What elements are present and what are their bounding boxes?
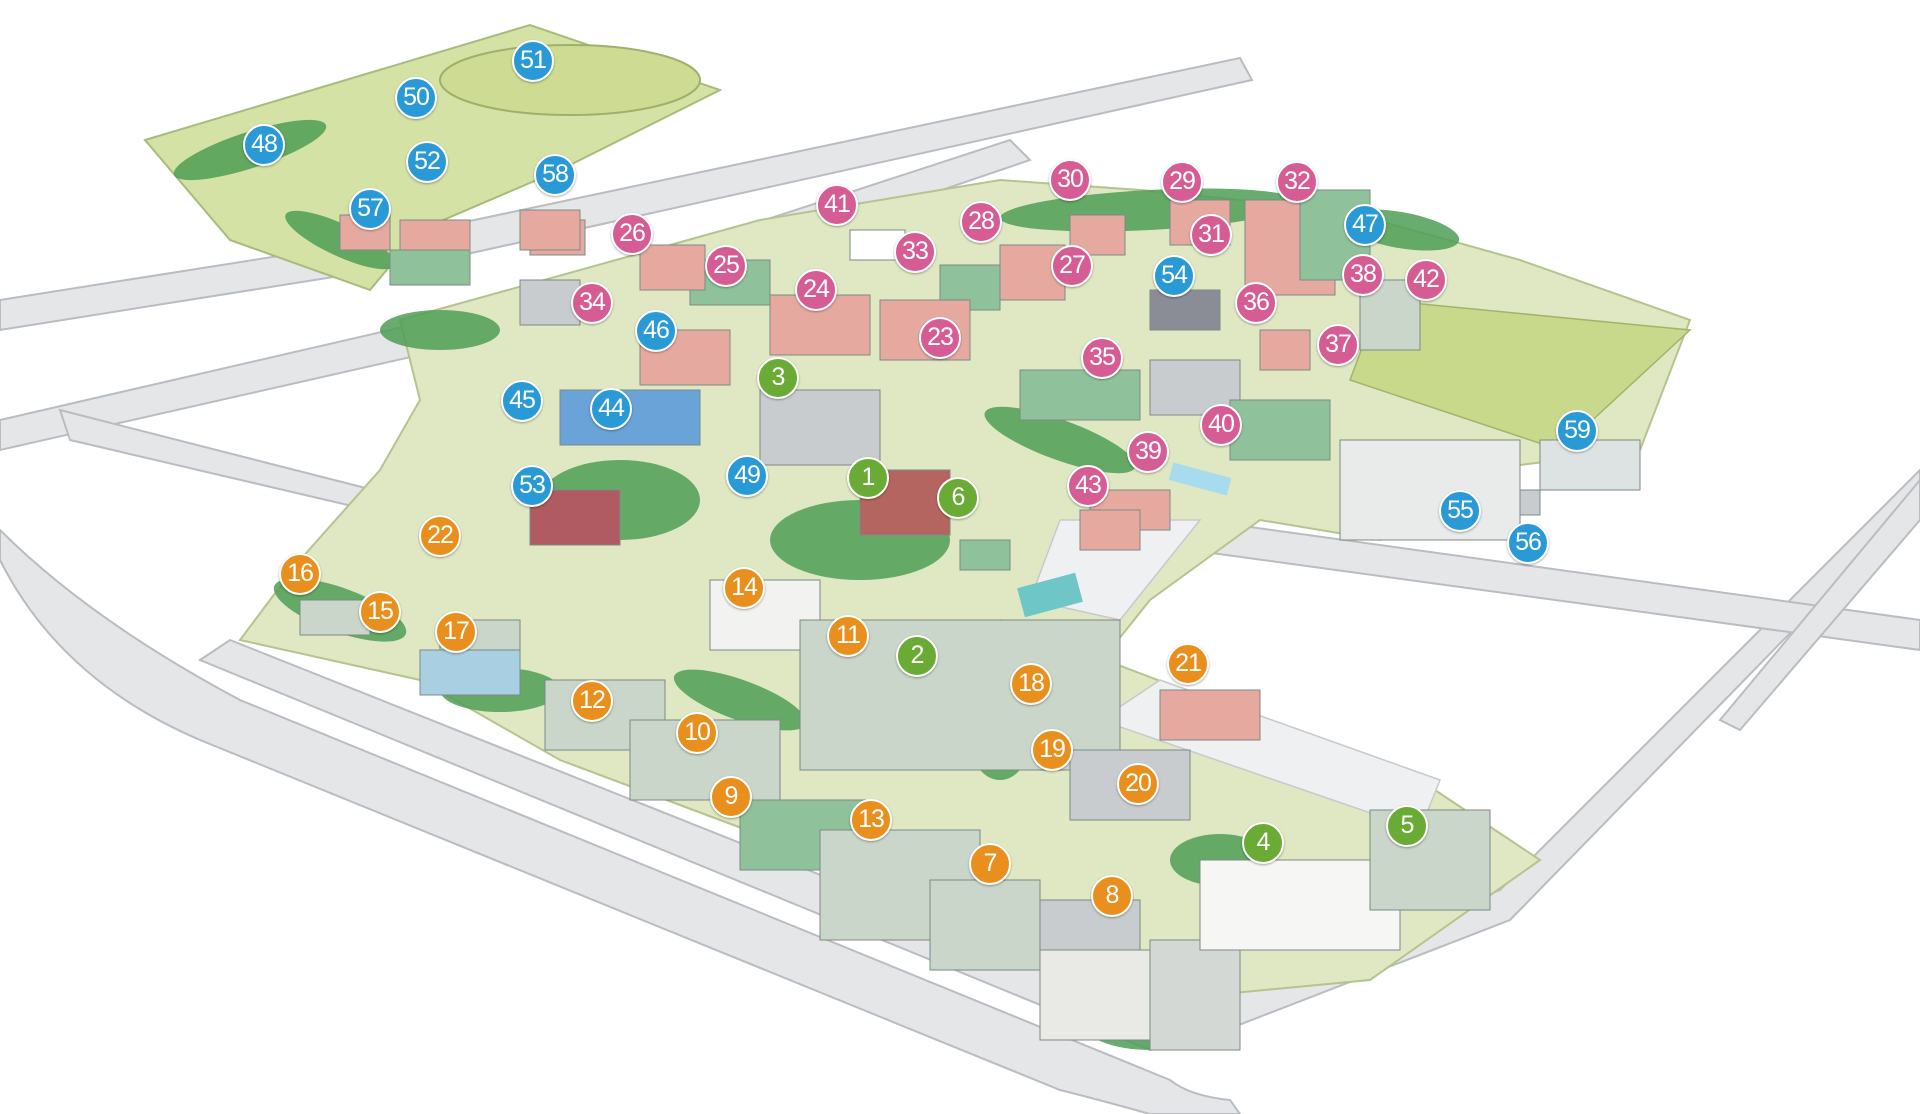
- map-marker-35[interactable]: 35: [1081, 337, 1123, 379]
- map-marker-56[interactable]: 56: [1507, 522, 1549, 564]
- map-marker-16[interactable]: 16: [279, 553, 321, 595]
- map-marker-58[interactable]: 58: [534, 154, 576, 196]
- map-marker-10[interactable]: 10: [676, 712, 718, 754]
- map-marker-32[interactable]: 32: [1276, 161, 1318, 203]
- map-marker-39[interactable]: 39: [1127, 431, 1169, 473]
- map-marker-41[interactable]: 41: [816, 184, 858, 226]
- map-marker-47[interactable]: 47: [1344, 204, 1386, 246]
- map-marker-12[interactable]: 12: [571, 680, 613, 722]
- map-marker-40[interactable]: 40: [1200, 404, 1242, 446]
- map-marker-57[interactable]: 57: [349, 188, 391, 230]
- map-marker-42[interactable]: 42: [1405, 259, 1447, 301]
- map-marker-19[interactable]: 19: [1031, 729, 1073, 771]
- map-marker-21[interactable]: 21: [1167, 643, 1209, 685]
- map-marker-7[interactable]: 7: [969, 843, 1011, 885]
- map-marker-20[interactable]: 20: [1117, 763, 1159, 805]
- map-marker-26[interactable]: 26: [611, 213, 653, 255]
- map-marker-29[interactable]: 29: [1161, 161, 1203, 203]
- map-marker-2[interactable]: 2: [896, 635, 938, 677]
- map-marker-31[interactable]: 31: [1190, 214, 1232, 256]
- map-marker-45[interactable]: 45: [501, 380, 543, 422]
- map-marker-8[interactable]: 8: [1091, 875, 1133, 917]
- pool: [1168, 462, 1232, 496]
- map-marker-24[interactable]: 24: [795, 269, 837, 311]
- map-marker-14[interactable]: 14: [723, 567, 765, 609]
- map-marker-38[interactable]: 38: [1342, 254, 1384, 296]
- map-marker-15[interactable]: 15: [359, 591, 401, 633]
- road-far-east: [1718, 478, 1920, 732]
- map-marker-37[interactable]: 37: [1317, 324, 1359, 366]
- map-marker-33[interactable]: 33: [894, 231, 936, 273]
- map-marker-5[interactable]: 5: [1386, 805, 1428, 847]
- map-marker-59[interactable]: 59: [1556, 410, 1598, 452]
- map-marker-11[interactable]: 11: [827, 615, 869, 657]
- map-marker-46[interactable]: 46: [635, 310, 677, 352]
- map-marker-6[interactable]: 6: [937, 477, 979, 519]
- map-marker-27[interactable]: 27: [1051, 245, 1093, 287]
- map-marker-23[interactable]: 23: [919, 317, 961, 359]
- map-marker-30[interactable]: 30: [1049, 159, 1091, 201]
- map-marker-43[interactable]: 43: [1067, 465, 1109, 507]
- buildings: [299, 189, 1641, 1051]
- road-west-curve: [0, 528, 1242, 1114]
- map-marker-9[interactable]: 9: [710, 776, 752, 818]
- map-marker-36[interactable]: 36: [1235, 282, 1277, 324]
- map-marker-50[interactable]: 50: [395, 77, 437, 119]
- athletic-track: [439, 44, 701, 116]
- map-marker-51[interactable]: 51: [512, 40, 554, 82]
- map-marker-17[interactable]: 17: [435, 611, 477, 653]
- map-marker-4[interactable]: 4: [1242, 822, 1284, 864]
- map-marker-44[interactable]: 44: [590, 388, 632, 430]
- map-marker-28[interactable]: 28: [960, 201, 1002, 243]
- map-marker-34[interactable]: 34: [571, 282, 613, 324]
- map-marker-3[interactable]: 3: [757, 357, 799, 399]
- map-marker-25[interactable]: 25: [705, 245, 747, 287]
- map-marker-22[interactable]: 22: [419, 515, 461, 557]
- map-marker-1[interactable]: 1: [847, 457, 889, 499]
- map-marker-48[interactable]: 48: [243, 124, 285, 166]
- map-marker-49[interactable]: 49: [726, 455, 768, 497]
- map-marker-52[interactable]: 52: [406, 141, 448, 183]
- map-marker-18[interactable]: 18: [1010, 663, 1052, 705]
- map-marker-53[interactable]: 53: [511, 465, 553, 507]
- map-marker-54[interactable]: 54: [1153, 255, 1195, 297]
- map-marker-55[interactable]: 55: [1439, 490, 1481, 532]
- map-marker-13[interactable]: 13: [850, 799, 892, 841]
- pond: [1017, 572, 1083, 618]
